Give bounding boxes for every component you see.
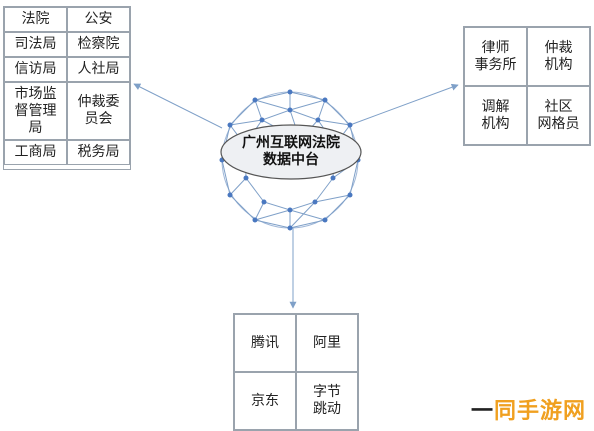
org-cell: 律师 事务所 (464, 27, 527, 86)
hub-title: 广州互联网法院 数据中台 (242, 135, 340, 168)
agency-cell: 人社局 (67, 57, 130, 82)
agency-cell: 工商局 (4, 140, 67, 165)
internet-companies-grid: 腾讯 阿里 京东 字节 跳动 (233, 313, 359, 431)
hub-ellipse (220, 124, 362, 180)
company-cell: 京东 (234, 372, 296, 430)
watermark-logo: 一同手游网 (471, 393, 586, 425)
arrow-to-left-grid (133, 83, 223, 129)
org-cell: 调解 机构 (464, 86, 527, 145)
company-cell: 阿里 (296, 314, 358, 372)
company-cell: 腾讯 (234, 314, 296, 372)
org-cell: 社区 网格员 (527, 86, 590, 145)
agency-cell: 公安 (67, 7, 130, 32)
agency-cell: 仲裁委 员会 (67, 82, 130, 140)
company-cell: 字节 跳动 (296, 372, 358, 430)
agency-cell: 检察院 (67, 32, 130, 57)
watermark-text: 同手游网 (493, 399, 586, 424)
arrow-to-right-grid (349, 83, 459, 126)
watermark-prefix: 一 (470, 399, 494, 424)
agency-cell: 税务局 (67, 140, 130, 165)
agency-cell: 信访局 (4, 57, 67, 82)
mediation-orgs-grid: 律师 事务所 仲裁 机构 调解 机构 社区 网格员 (463, 26, 591, 146)
network-nodes (219, 89, 361, 231)
org-cell: 仲裁 机构 (527, 27, 590, 86)
agency-cell: 市场监 督管理 局 (4, 82, 67, 140)
government-agencies-grid: 法院 公安 司法局 检察院 信访局 人社局 市场监 督管理 局 仲裁委 员会 工… (3, 6, 131, 170)
agency-cell: 司法局 (4, 32, 67, 57)
agency-cell: 法院 (4, 7, 67, 32)
